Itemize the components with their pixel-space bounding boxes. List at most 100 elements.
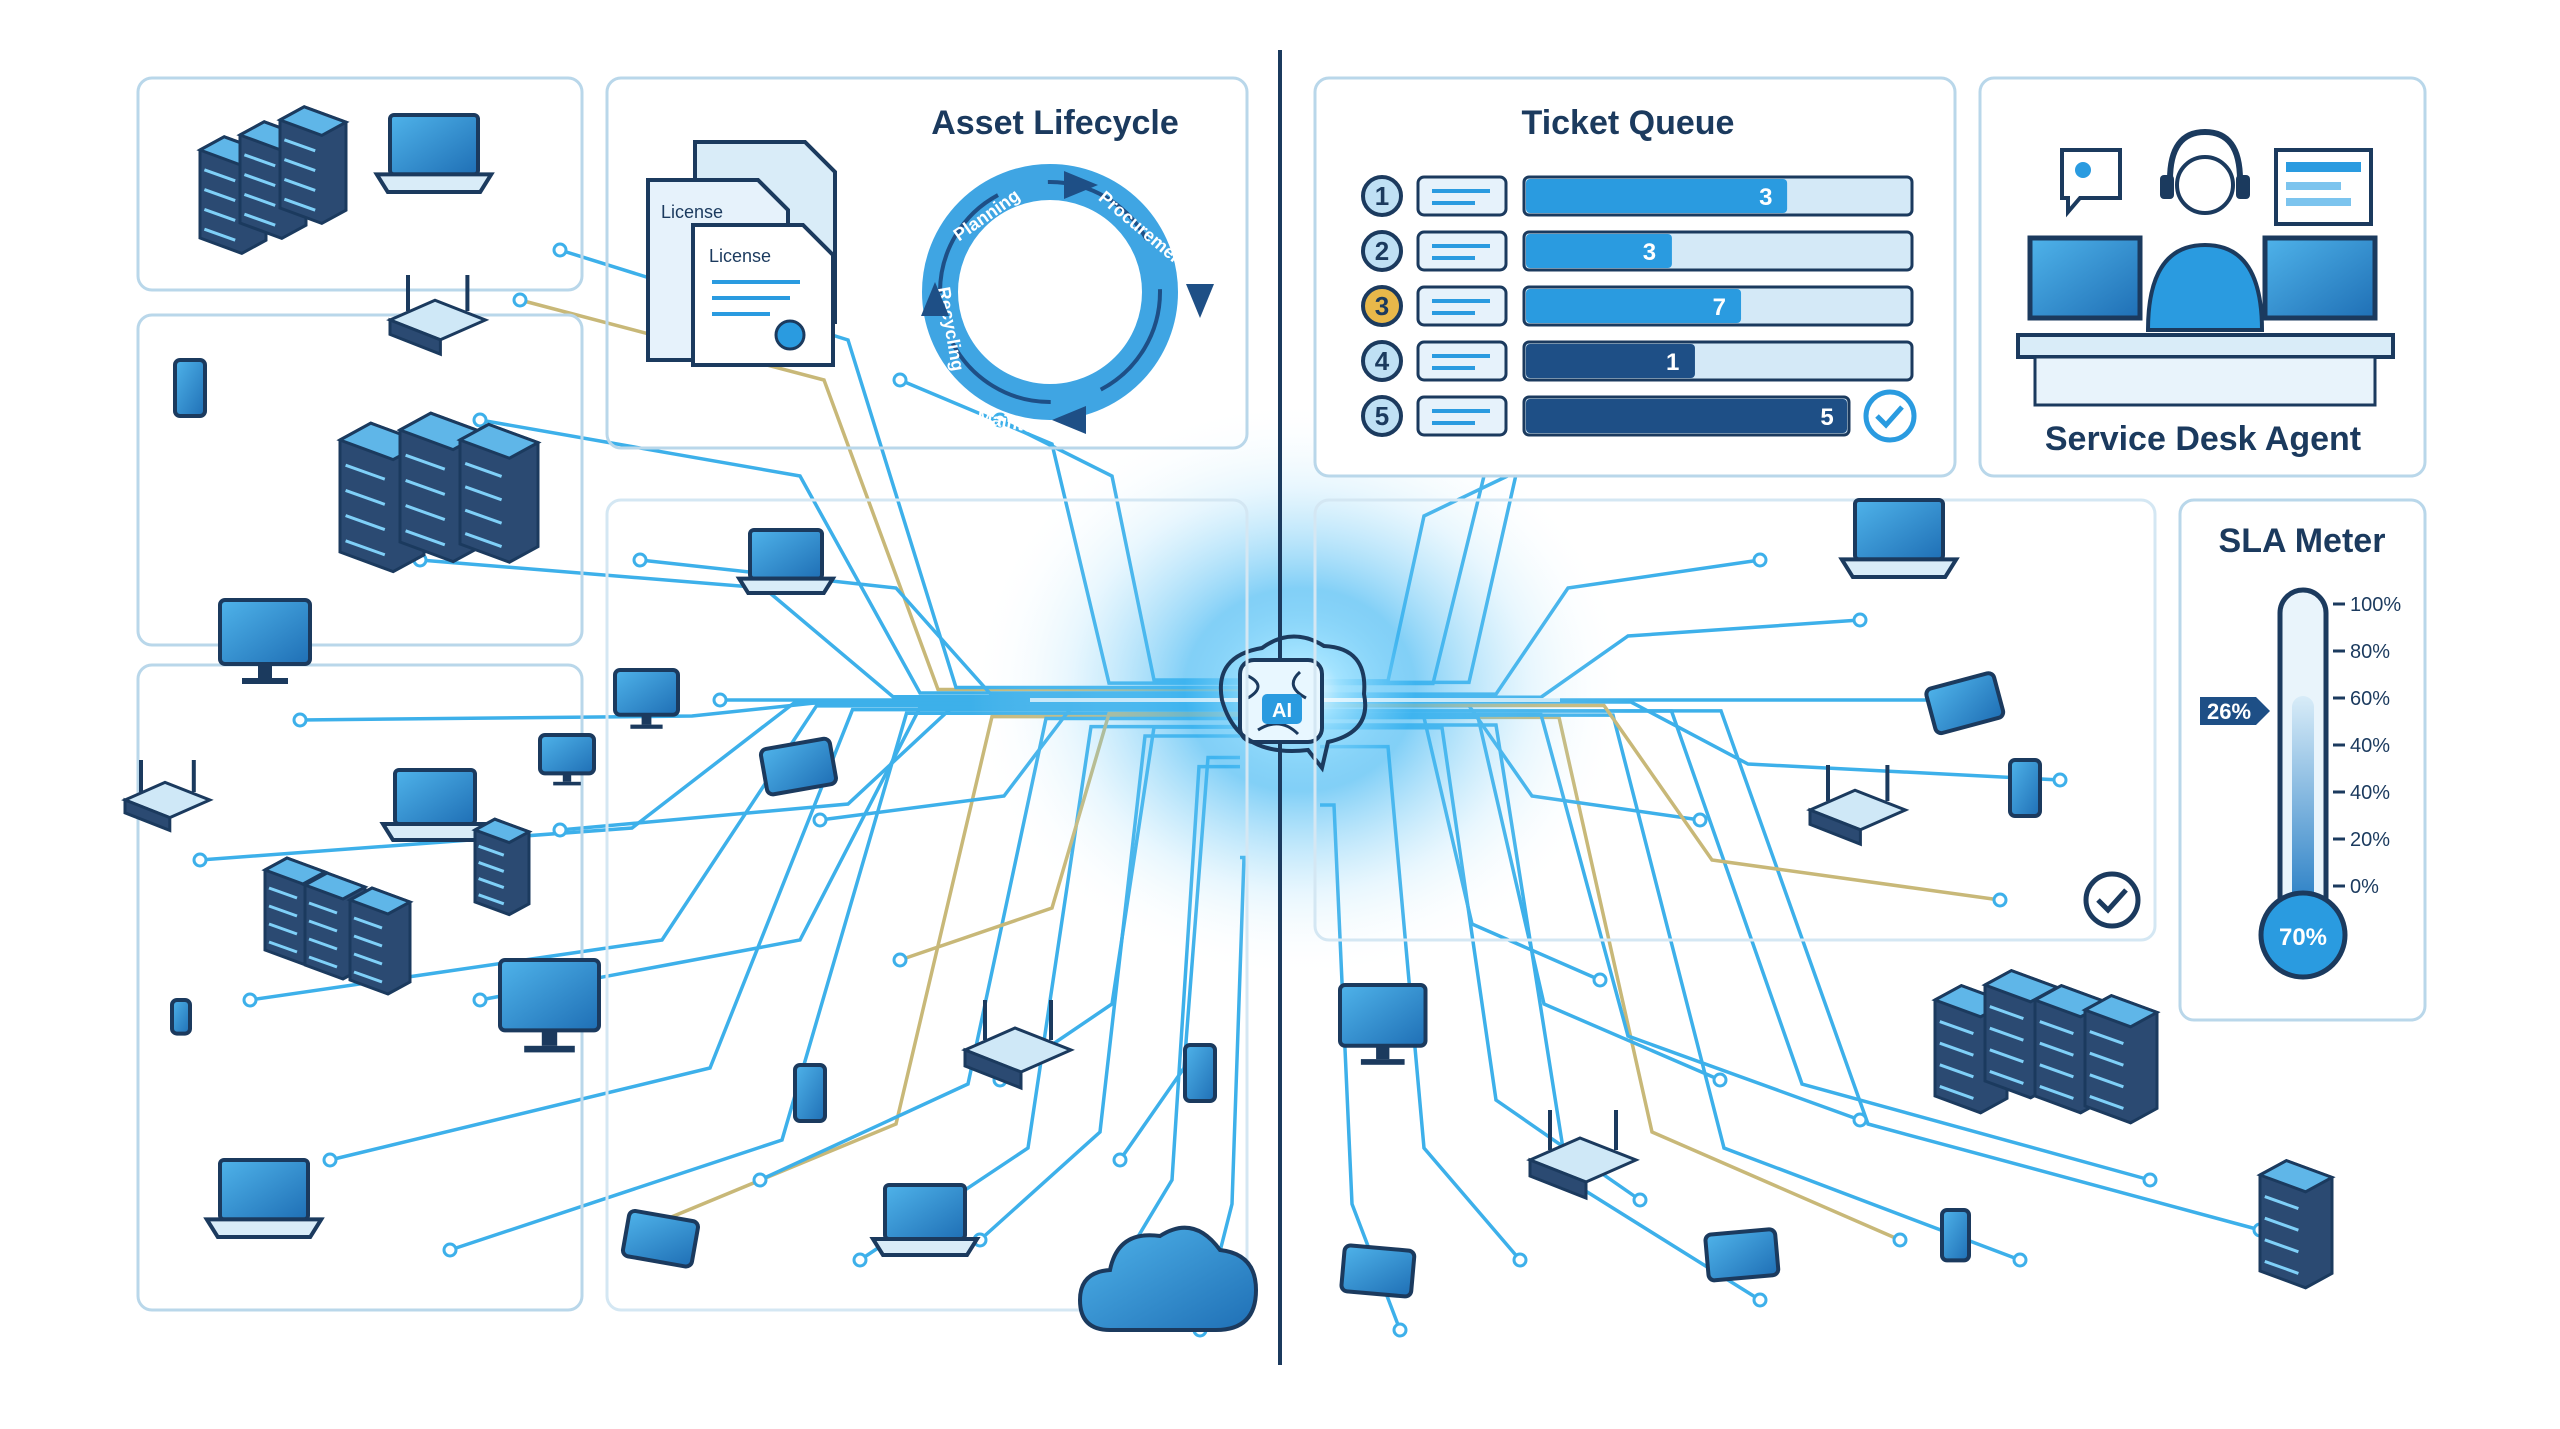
ticket-number-badge: [1361, 230, 1403, 272]
ticket-value: 1: [1666, 349, 1679, 376]
ticket-progress-fill: [1526, 399, 1847, 433]
server-rack-icon: [276, 105, 350, 226]
sla-bulb-label: 70%: [2279, 924, 2327, 951]
laptop-icon: [203, 1158, 325, 1239]
wire-node: [1692, 812, 1708, 828]
lifecycle-arrow-icon: [1186, 284, 1214, 318]
wire-node: [1752, 552, 1768, 568]
wire-node: [552, 822, 568, 838]
ticket-value: 3: [1643, 239, 1656, 266]
ticket-value: 3: [1759, 184, 1772, 211]
ticket-summary-icon: [1416, 175, 1508, 217]
wire-node: [2052, 772, 2068, 788]
laptop-icon: [379, 768, 491, 842]
ticket-number: 4: [1375, 346, 1390, 376]
panel-asset-lifecycle: [605, 76, 1249, 450]
wire-node: [892, 372, 908, 388]
ticket-number: 5: [1375, 401, 1389, 431]
server-rack-icon: [2256, 1158, 2336, 1290]
sla-tick-label: 0%: [2350, 876, 2379, 898]
wire-node: [292, 712, 308, 728]
tablet-icon: [758, 736, 838, 797]
monitor-icon: [218, 598, 312, 684]
ticket-number-badge: [1361, 395, 1403, 437]
cloud-icon: [1077, 1225, 1259, 1332]
wire-node: [1112, 1152, 1128, 1168]
wire-node: [472, 412, 488, 428]
ticket-number: 1: [1375, 181, 1389, 211]
router-icon: [121, 760, 214, 833]
smartphone-icon: [173, 358, 207, 418]
ticket-summary-icon: [1416, 285, 1508, 327]
ticket-summary-icon: [1416, 395, 1508, 437]
ticket-summary-icon: [1416, 340, 1508, 382]
wire-node: [322, 1152, 338, 1168]
smartphone-icon: [1183, 1043, 1217, 1103]
wire-node: [2142, 1172, 2158, 1188]
router-icon: [1806, 765, 1910, 847]
panel-network-right: [1313, 498, 2157, 942]
laptop-icon: [373, 113, 495, 194]
asset-lifecycle-title: Asset Lifecycle: [931, 104, 1179, 142]
laptop-icon: [869, 1183, 981, 1257]
tablet-icon: [1703, 1227, 1781, 1283]
wire-node: [712, 692, 728, 708]
license-label-back: License: [661, 202, 723, 222]
wire-node: [442, 1242, 458, 1258]
ai-chip-label: AI: [1272, 700, 1292, 722]
ticket-number-badge: [1361, 175, 1403, 217]
wire-node: [812, 812, 828, 828]
ticket-value: 5: [1820, 404, 1833, 431]
ticket-progress-fill: [1526, 234, 1672, 268]
smartphone-icon: [2008, 758, 2042, 818]
smartphone-icon: [1940, 1208, 1971, 1263]
license-documents-icon: License License: [646, 140, 837, 367]
ticket-queue-title: Ticket Queue: [1522, 104, 1735, 142]
sla-current-label: 26%: [2207, 699, 2251, 724]
sla-meter-title: SLA Meter: [2219, 522, 2386, 560]
service-desk-agent-illustration: [2016, 128, 2395, 407]
sla-thermometer: 70% 26%: [2200, 587, 2348, 980]
wire-node: [632, 552, 648, 568]
wire-node: [1632, 1192, 1648, 1208]
device-icons: [121, 105, 2336, 1332]
ai-brain-chip: AI: [1218, 634, 1368, 773]
sla-tick-label: 20%: [2350, 829, 2390, 851]
monitor-icon: [613, 668, 680, 729]
smartphone-icon: [793, 1063, 827, 1123]
panel-devices: [605, 498, 1249, 1312]
sla-tick-label: 40%: [2350, 735, 2390, 757]
wire-node: [1752, 1292, 1768, 1308]
router-icon: [1526, 1110, 1640, 1201]
wire-node: [192, 852, 208, 868]
ticket-progress-fill: [1526, 344, 1695, 378]
wire-node: [852, 1252, 868, 1268]
server-rack-icon: [471, 817, 533, 917]
wire-node: [752, 1172, 768, 1188]
service-desk-title: Service Desk Agent: [2045, 420, 2361, 458]
wire-node: [1592, 972, 1608, 988]
server-rack-icon: [2081, 993, 2161, 1125]
server-rack-icon: [456, 422, 542, 564]
monitor-icon: [1338, 983, 1428, 1065]
wire-node: [1852, 1112, 1868, 1128]
lifecycle-ring: [922, 164, 1178, 420]
ticket-number: 2: [1375, 236, 1389, 266]
wire-node: [1992, 892, 2008, 908]
ticket-progress-fill: [1526, 179, 1788, 213]
sla-tick-label: 40%: [2350, 782, 2390, 804]
wire-node: [1392, 1322, 1408, 1338]
router-icon: [961, 1000, 1075, 1091]
sla-tick-label: 100%: [2350, 594, 2401, 616]
tablet-icon: [1924, 671, 2006, 736]
server-rack-icon: [346, 886, 414, 996]
monitor-icon: [538, 733, 596, 786]
tablet-icon: [620, 1208, 700, 1269]
wire-node: [1852, 612, 1868, 628]
status-check-icon: [2083, 871, 2141, 929]
panel-servers: [136, 76, 584, 292]
lifecycle-arrow-icon: [1052, 406, 1086, 434]
smartphone-icon: [170, 998, 192, 1036]
ticket-progress-fill: [1526, 289, 1742, 323]
